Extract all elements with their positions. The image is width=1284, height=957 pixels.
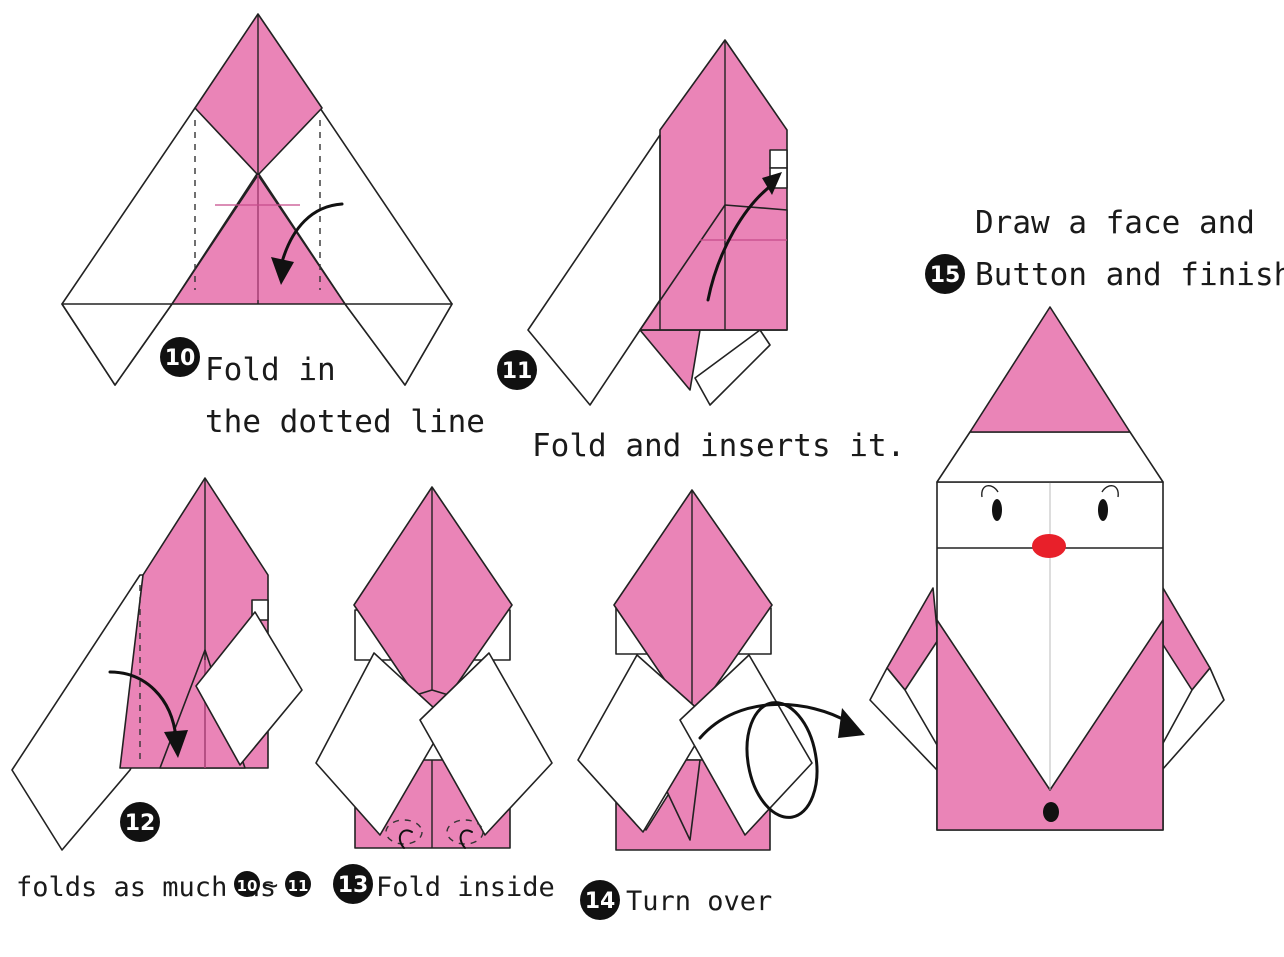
- turn-over-arrow-icon: [698, 703, 850, 740]
- svg-text:13: 13: [338, 873, 369, 898]
- step-10-label: 10 Fold in the dotted line: [160, 337, 485, 440]
- svg-text:10: 10: [165, 346, 196, 371]
- step-15-label: Draw a face and 15 Button and finished: [925, 205, 1284, 294]
- fold-arrow-icon: [108, 670, 178, 740]
- svg-text:Draw a face and: Draw a face and: [975, 205, 1255, 241]
- fold-arrow-icon: [280, 202, 344, 264]
- fold-arrow-icon: [398, 829, 413, 849]
- svg-text:~: ~: [262, 870, 278, 901]
- nose: [1032, 534, 1066, 558]
- step-12-figure: [11, 477, 303, 851]
- button: [1043, 802, 1059, 822]
- svg-text:12: 12: [125, 811, 156, 836]
- svg-text:11: 11: [502, 359, 533, 384]
- step-13-label: 13 Fold inside: [333, 864, 555, 904]
- step-10-figure: [61, 13, 453, 386]
- fold-arrow-icon: [459, 829, 473, 849]
- step-11-label: 11 Fold and inserts it.: [497, 350, 905, 464]
- svg-text:15: 15: [930, 263, 961, 288]
- svg-text:folds as much as: folds as much as: [16, 872, 276, 903]
- step-14-figure: [577, 489, 865, 851]
- svg-text:Fold inside: Fold inside: [376, 872, 555, 903]
- santa-figure: [869, 306, 1225, 831]
- svg-text:14: 14: [585, 889, 616, 914]
- left-eye: [992, 499, 1002, 521]
- svg-text:Turn over: Turn over: [626, 886, 772, 917]
- svg-text:10: 10: [237, 877, 258, 895]
- step-14-label: 14 Turn over: [580, 880, 772, 920]
- fold-arrow-icon: [706, 183, 774, 302]
- svg-text:Fold and inserts it.: Fold and inserts it.: [532, 428, 905, 464]
- svg-text:Fold in: Fold in: [205, 352, 336, 388]
- step-12-label: 12 folds as much as 10 ~ 11: [16, 802, 311, 903]
- step-13-figure: [315, 486, 553, 849]
- svg-text:Button and finished: Button and finished: [975, 257, 1284, 293]
- right-eye: [1098, 499, 1108, 521]
- step-11-figure: [527, 39, 788, 406]
- svg-text:the dotted line: the dotted line: [205, 404, 485, 440]
- svg-text:11: 11: [288, 877, 309, 895]
